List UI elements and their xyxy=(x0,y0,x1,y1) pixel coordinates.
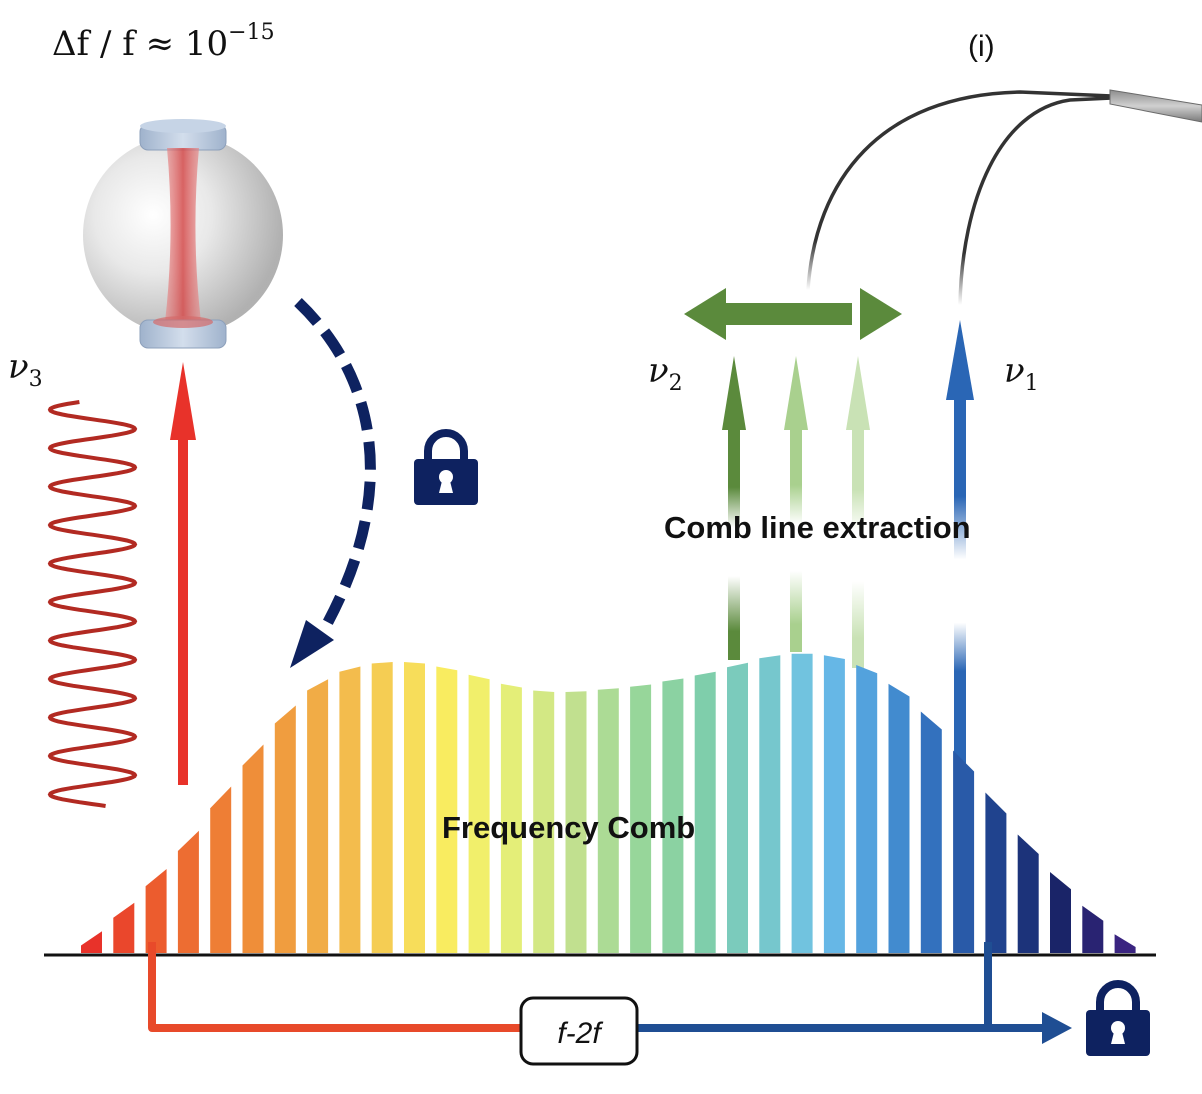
extraction-arrow-1 xyxy=(722,356,746,660)
red-arrow-nu3 xyxy=(170,362,196,785)
comb-line xyxy=(307,679,329,953)
comb-line xyxy=(727,662,748,953)
tuning-double-arrow xyxy=(684,288,902,340)
f2f-label: f-2f xyxy=(557,1017,603,1050)
extraction-arrow-3 xyxy=(846,356,870,668)
comb-line xyxy=(177,830,199,953)
blue-arrow-nu1 xyxy=(946,320,974,764)
comb-line xyxy=(856,665,878,953)
comb-line xyxy=(436,666,458,953)
extraction-arrow-2 xyxy=(784,356,808,652)
comb-line xyxy=(404,662,425,953)
comb-line xyxy=(630,684,652,953)
fiber-coupler-icon xyxy=(806,89,1202,306)
comb-line xyxy=(242,744,264,953)
comb-line xyxy=(145,869,167,953)
f2f-blue-line xyxy=(636,942,1072,1044)
comb-line xyxy=(339,666,361,953)
f2f-red-line xyxy=(148,942,522,1032)
panel-label: (i) xyxy=(968,30,995,63)
stability-formula-exponent: −15 xyxy=(228,20,274,45)
ceo-lock-icon xyxy=(1086,980,1150,1056)
comb-line xyxy=(823,655,845,953)
comb-line xyxy=(1082,905,1104,953)
frequency-comb-label: Frequency Comb xyxy=(442,810,695,845)
comb-line xyxy=(759,655,781,953)
comb-line xyxy=(274,705,296,953)
comb-line xyxy=(791,653,813,953)
comb-line xyxy=(500,683,522,953)
comb-line xyxy=(210,786,232,953)
comb-line xyxy=(1050,872,1071,953)
comb-line xyxy=(694,671,716,953)
comb-line xyxy=(1017,834,1039,953)
nu1-label: ν1 xyxy=(1004,351,1039,396)
comb-line xyxy=(662,678,684,953)
comb-line xyxy=(468,674,490,953)
comb-line xyxy=(888,683,910,953)
comb-line xyxy=(565,691,587,953)
f2f-interferometer-box: f-2f xyxy=(519,996,639,1066)
comb-line xyxy=(597,688,619,953)
comb-line xyxy=(533,690,555,953)
comb-line-extraction-label: Comb line extraction xyxy=(664,510,971,545)
comb-line xyxy=(953,750,975,953)
lock-feedback-arrow xyxy=(290,298,376,668)
comb-line xyxy=(371,662,393,953)
laser-wave-icon xyxy=(47,400,138,808)
comb-line xyxy=(920,711,942,953)
comb-line xyxy=(985,792,1007,953)
comb-line xyxy=(1114,934,1136,953)
comb-line xyxy=(113,902,135,953)
frequency-comb xyxy=(81,653,1136,953)
stability-formula: Δf / f ≈ 10−15 xyxy=(52,20,275,64)
nu3-label: ν3 xyxy=(8,347,43,392)
lock-icon xyxy=(414,429,478,505)
optical-cavity-icon xyxy=(83,119,283,349)
comb-line xyxy=(81,931,102,953)
nu2-label: ν2 xyxy=(648,351,683,396)
stability-formula-base: Δf / f ≈ 10 xyxy=(52,24,228,64)
